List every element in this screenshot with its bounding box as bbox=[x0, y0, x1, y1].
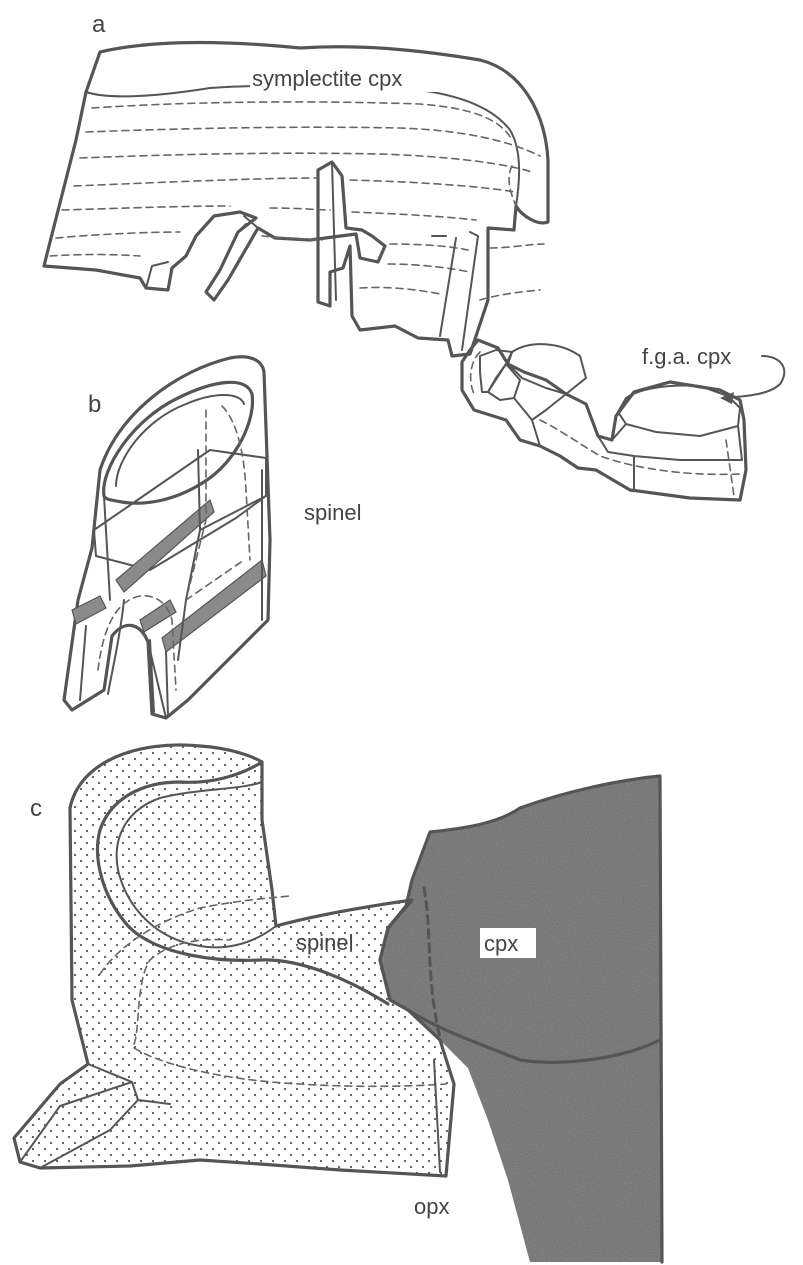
panel-c-letter: c bbox=[30, 795, 42, 822]
lamella-10 bbox=[509, 166, 516, 206]
panel-b-letter: b bbox=[88, 391, 101, 418]
fga-grain-faces bbox=[514, 394, 742, 490]
lamella-7 bbox=[50, 255, 470, 273]
spinel-label-b: spinel bbox=[304, 500, 361, 525]
fga-lamella-3 bbox=[726, 440, 734, 496]
slab-edge-1 bbox=[318, 162, 336, 306]
panel-b: b spinel bbox=[64, 357, 361, 718]
lamella-2 bbox=[86, 127, 540, 156]
panel-a-letter: a bbox=[92, 11, 106, 38]
slab-edge-3 bbox=[432, 236, 456, 336]
lamella-4 bbox=[74, 178, 515, 192]
fga-grain-4 bbox=[618, 386, 740, 437]
lamella-1 bbox=[92, 102, 512, 140]
symplectite-cpx-label: symplectite cpx bbox=[252, 66, 402, 91]
opx-label: opx bbox=[414, 1194, 449, 1219]
fga-grain-1 bbox=[480, 350, 512, 392]
spinel-hidden-1 bbox=[186, 410, 206, 600]
fga-cpx-arrow bbox=[724, 356, 784, 398]
lamella-3 bbox=[80, 153, 532, 172]
fga-lamella-1 bbox=[471, 352, 480, 394]
spinel-label-c: spinel bbox=[296, 930, 353, 955]
panel-c: c spinel cpx opx bbox=[14, 745, 662, 1262]
lamella-9 bbox=[360, 287, 440, 294]
slab-edge-4 bbox=[146, 224, 246, 288]
symplectite-cpx-rim bbox=[86, 86, 519, 206]
spinel-opening bbox=[104, 382, 253, 503]
fga-cpx-label: f.g.a. cpx bbox=[642, 344, 731, 369]
cpx-label: cpx bbox=[484, 931, 518, 956]
panel-a: a symplectite bbox=[44, 11, 784, 500]
spinel-band-4 bbox=[140, 600, 176, 632]
lamella-5 bbox=[62, 206, 476, 220]
